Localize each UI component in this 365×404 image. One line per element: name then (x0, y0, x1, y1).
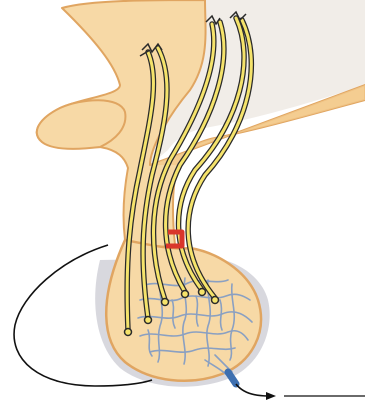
outflow-arrow (266, 392, 276, 400)
outflow-line (236, 384, 268, 396)
